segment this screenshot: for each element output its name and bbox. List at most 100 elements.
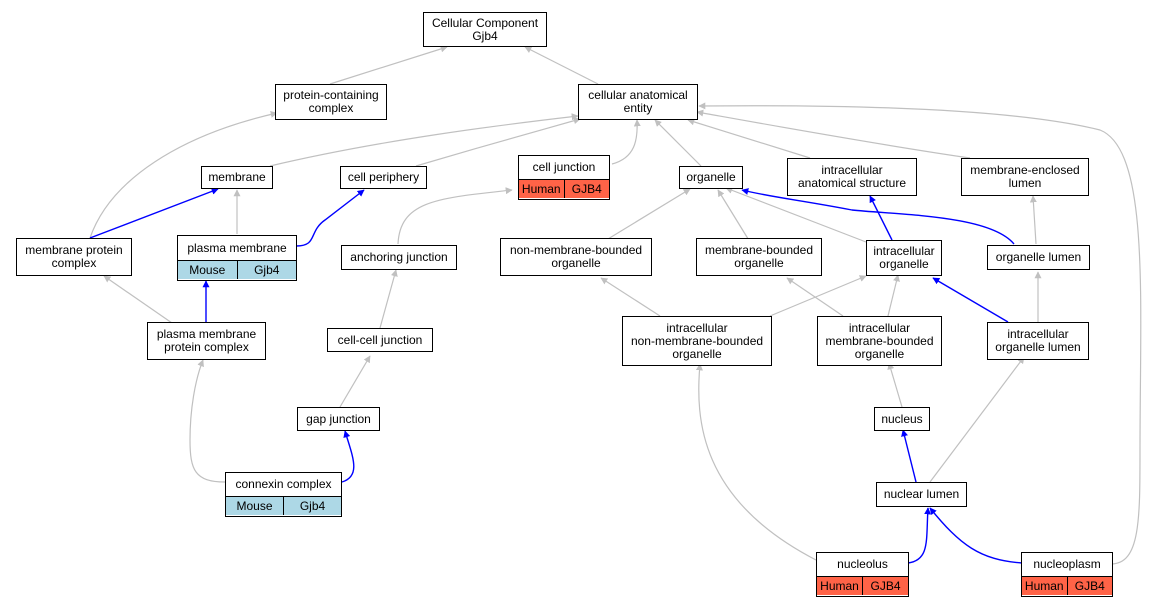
edge-connexin-to-pmpc [189,359,226,483]
node-label: intracellular non-membrane-bounded organ… [630,320,764,361]
edge-mpc-to-protein_complex [89,110,278,239]
annotation-gene: GJB4 [862,577,908,595]
edge-ias-to-cae [687,118,811,159]
node-nucleolus[interactable]: nucleolus Human GJB4 [816,552,909,597]
node-membrane-enclosed-lumen[interactable]: membrane-enclosed lumen [961,158,1089,196]
node-label: intracellular anatomical structure [797,163,907,190]
edge-protein_complex-to-root [329,45,448,85]
node-organelle[interactable]: organelle [679,166,743,189]
node-nucleus[interactable]: nucleus [874,407,930,431]
node-label: organelle [686,170,736,184]
annotation-row: Human GJB4 [817,576,908,595]
edge-nucleoplasm-to-cae [698,102,1142,565]
edge-plasma_membrane-to-cell_periphery [295,189,365,247]
edge-iol-to-io [932,277,1009,323]
node-label: intracellular membrane-bounded organelle [825,320,934,361]
edge-cae-to-root [524,46,599,85]
node-plasma-membrane-protein-complex[interactable]: plasma membrane protein complex [147,322,266,360]
edge-mel-to-cae [696,109,971,159]
annotation-row: Human GJB4 [1022,576,1112,595]
edge-imbo-to-io [887,274,900,317]
node-anchoring-junction[interactable]: anchoring junction [341,245,457,270]
node-label: membrane-enclosed lumen [970,163,1080,190]
node-intracellular-organelle[interactable]: intracellular organelle [866,240,942,276]
node-label: non-membrane-bounded organelle [509,243,643,270]
node-label: intracellular organelle lumen [995,327,1081,354]
edge-nuclear_lumen-to-nucleus [901,429,917,483]
annotation-row: Mouse Gjb4 [226,496,341,515]
node-label: cell-cell junction [337,332,423,347]
edge-cell_junction-to-cae [611,119,641,165]
annotation-gene: GJB4 [563,180,610,198]
annotation-row: Human GJB4 [519,179,609,198]
node-label: membrane protein complex [25,243,123,270]
annotation-gene: Gjb4 [283,497,341,515]
annotation-gene: GJB4 [1066,577,1113,595]
edge-ccj-to-anchoring_junction [379,269,398,329]
edge-connexin-to-gap_junction [341,430,355,483]
edge-nucleoplasm-to-nuclear_lumen [929,507,1023,564]
node-membrane-bounded-organelle[interactable]: membrane-bounded organelle [696,238,822,276]
node-label: cellular anatomical entity [588,88,688,115]
annotation-species: Human [820,578,859,593]
edge-inmbo-to-io [769,275,867,317]
edge-inmbo-to-nmbo [600,277,661,317]
node-intracellular-membrane-bounded-organelle[interactable]: intracellular membrane-bounded organelle [817,316,942,366]
node-label: nucleus [881,411,923,426]
edge-nucleolus-to-nuclear_lumen [907,507,932,564]
node-nucleoplasm[interactable]: nucleoplasm Human GJB4 [1021,552,1113,597]
node-label: protein-containing complex [283,88,379,115]
edge-nmbo-to-organelle [602,188,691,243]
node-cell-periphery[interactable]: cell periphery [340,166,427,189]
annotation-row: Mouse Gjb4 [178,260,296,279]
edge-membrane-to-cae [269,113,579,167]
node-cell-junction[interactable]: cell junction Human GJB4 [518,155,610,200]
annotation-species: Mouse [189,262,226,277]
node-label: connexin complex [235,477,332,491]
node-label: plasma membrane [187,240,287,255]
node-plasma-membrane[interactable]: plasma membrane Mouse Gjb4 [177,235,297,281]
edge-organelle_lumen-to-organelle [741,188,1015,245]
annotation-species: Human [1024,578,1064,593]
node-label: gap junction [306,411,371,426]
edge-pmpc-to-mpc [103,275,173,324]
edge-mbo-to-organelle [717,189,751,243]
edge-cell_periphery-to-cae [415,117,581,167]
node-intracellular-anatomical-structure[interactable]: intracellular anatomical structure [787,158,917,196]
edge-imbo-to-mbo [786,277,844,317]
node-label: organelle lumen [995,250,1082,264]
node-root[interactable]: Cellular Component Gjb4 [423,12,547,47]
node-label: cell junction [532,160,596,174]
node-label: membrane [208,170,266,184]
node-cell-cell-junction[interactable]: cell-cell junction [327,328,433,352]
node-non-membrane-bounded-organelle[interactable]: non-membrane-bounded organelle [500,238,652,276]
edge-io-to-organelle [725,187,867,243]
edge-mpc-to-membrane [89,187,219,239]
node-nuclear-lumen[interactable]: nuclear lumen [876,482,967,507]
node-intracellular-non-membrane-bounded-organelle[interactable]: intracellular non-membrane-bounded organ… [622,316,772,366]
edge-io-to-ias [869,195,893,241]
annotation-species: Mouse [236,498,273,513]
node-label: cell periphery [347,170,420,184]
edge-gap_junction-to-ccj [339,355,371,408]
node-protein-containing-complex[interactable]: protein-containing complex [275,84,387,120]
node-label: plasma membrane protein complex [156,327,257,354]
node-connexin-complex[interactable]: connexin complex Mouse Gjb4 [225,472,342,517]
edge-nuclear_lumen-to-iol [929,356,1025,483]
node-organelle-lumen[interactable]: organelle lumen [987,245,1090,270]
node-label: anchoring junction [350,250,448,264]
node-membrane[interactable]: membrane [201,166,273,189]
node-membrane-protein-complex[interactable]: membrane protein complex [16,238,132,276]
node-cellular-anatomical-entity[interactable]: cellular anatomical entity [578,84,698,120]
edge-organelle-to-cae [654,119,702,167]
edge-nucleolus-to-inmbo [695,363,817,561]
node-label: nucleolus [837,557,888,571]
node-intracellular-organelle-lumen[interactable]: intracellular organelle lumen [987,322,1089,360]
node-label: intracellular organelle [873,244,935,271]
node-label: membrane-bounded organelle [704,243,814,270]
node-label: nucleoplasm [1033,557,1101,571]
edge-organelle_lumen-to-mel [1029,195,1037,245]
node-gap-junction[interactable]: gap junction [297,407,380,431]
node-label: Cellular Component Gjb4 [431,15,539,43]
